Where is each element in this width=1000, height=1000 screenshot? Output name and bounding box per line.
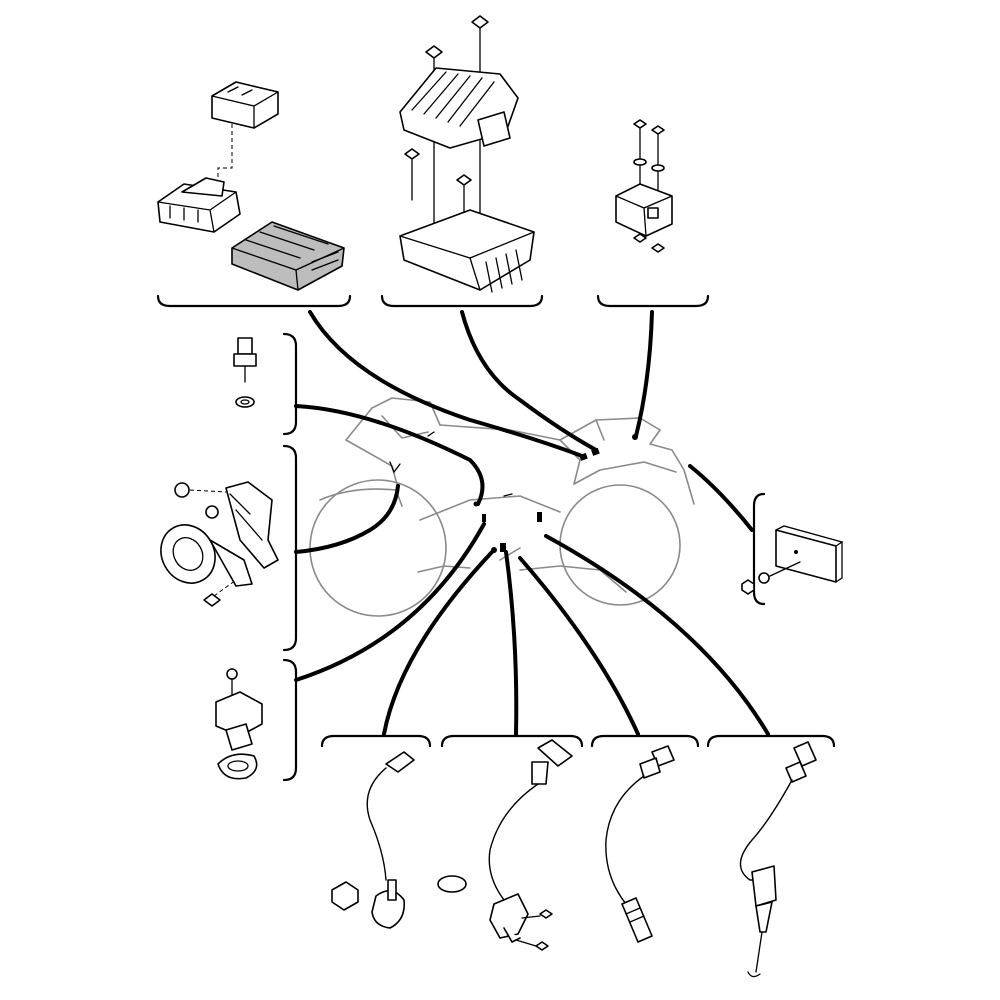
leader-line [308,310,584,458]
leader-line [460,310,598,452]
leader-line [294,404,485,506]
regulator-rectifier [399,15,535,293]
locator-mark [389,461,401,474]
leader-line [544,534,770,736]
callout-bracket-left-lower [282,658,298,782]
locator-mark [482,514,486,522]
callout-brackets [156,294,836,782]
position-sensor [215,668,263,780]
callout-bracket-left-upper [282,332,298,436]
leader-line [504,550,519,736]
oxygen-sensor [605,745,675,943]
callout-bracket-top-left [156,294,352,308]
front-wheel-outline [309,479,447,617]
locator-mark [500,543,506,552]
leader-line [294,522,486,682]
callout-bracket-bottom-4 [706,734,836,748]
locator-mark [537,512,542,522]
callout-bracket-bottom-1 [320,734,432,748]
callout-bracket-top-right [596,294,710,308]
callout-bracket-bottom-2 [440,734,584,748]
mounting-plate [741,525,844,595]
connector-block [157,177,241,233]
callout-bracket-left-middle [282,444,298,652]
callout-bracket-bottom-3 [590,734,700,748]
callout-bracket-top-center [380,294,544,308]
leader-line [382,550,494,736]
knock-sensor [331,751,415,929]
temperature-sensor [233,337,257,408]
leader-line [634,310,654,438]
speed-sensor [437,739,573,951]
small-relay-part [615,119,673,253]
leader-line [294,484,400,554]
horn-part [160,481,279,607]
leader-line [518,556,640,736]
locator-mark [427,431,435,437]
locator-marks [389,431,638,553]
ecu-module [231,221,345,291]
leader-line [688,464,754,532]
probe-sensor [739,741,817,978]
locator-mark [503,493,513,497]
relay-part [211,81,279,184]
callout-bracket-right [752,492,766,606]
leader-lines [294,310,770,736]
